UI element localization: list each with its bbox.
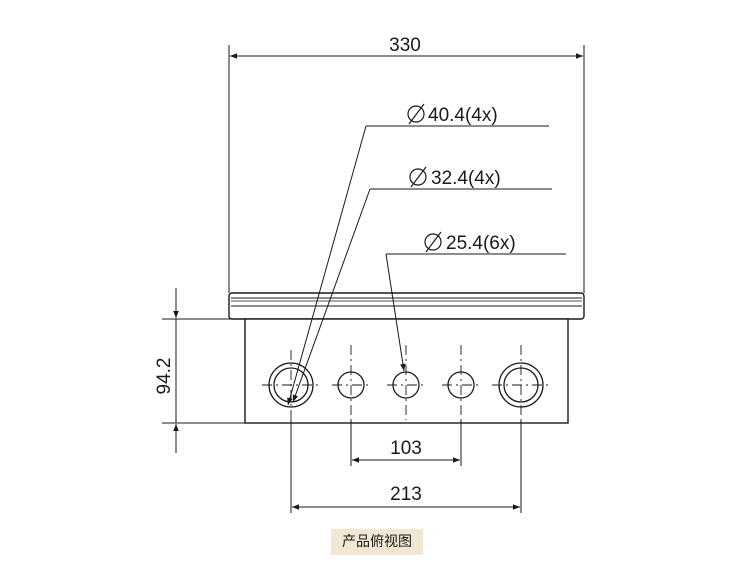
callout-32-label: 32.4(4x) <box>431 168 501 189</box>
diameter-icon <box>424 231 442 253</box>
dimension-spacing-small <box>350 420 462 466</box>
dimension-width <box>228 45 585 293</box>
dimension-spacing-large <box>290 420 522 513</box>
callout-25: 25.4(6x) <box>424 231 516 254</box>
callout-25-label: 25.4(6x) <box>446 233 516 254</box>
enclosure <box>228 292 585 424</box>
center-lines <box>262 345 550 420</box>
dimension-spacing-small-label: 103 <box>390 438 422 459</box>
dimension-height-label: 94.2 <box>154 358 175 395</box>
callout-32: 32.4(4x) <box>409 166 501 189</box>
callout-40: 40.4(4x) <box>407 103 498 126</box>
diameter-icon <box>407 103 425 125</box>
dimension-height <box>162 288 245 453</box>
dimension-spacing-large-label: 213 <box>390 484 422 505</box>
view-caption: 产品俯视图 <box>331 529 423 555</box>
diameter-icon <box>409 166 427 188</box>
callout-leaders <box>287 125 566 406</box>
dimension-width-label: 330 <box>389 35 421 56</box>
callout-40-label: 40.4(4x) <box>428 105 498 126</box>
